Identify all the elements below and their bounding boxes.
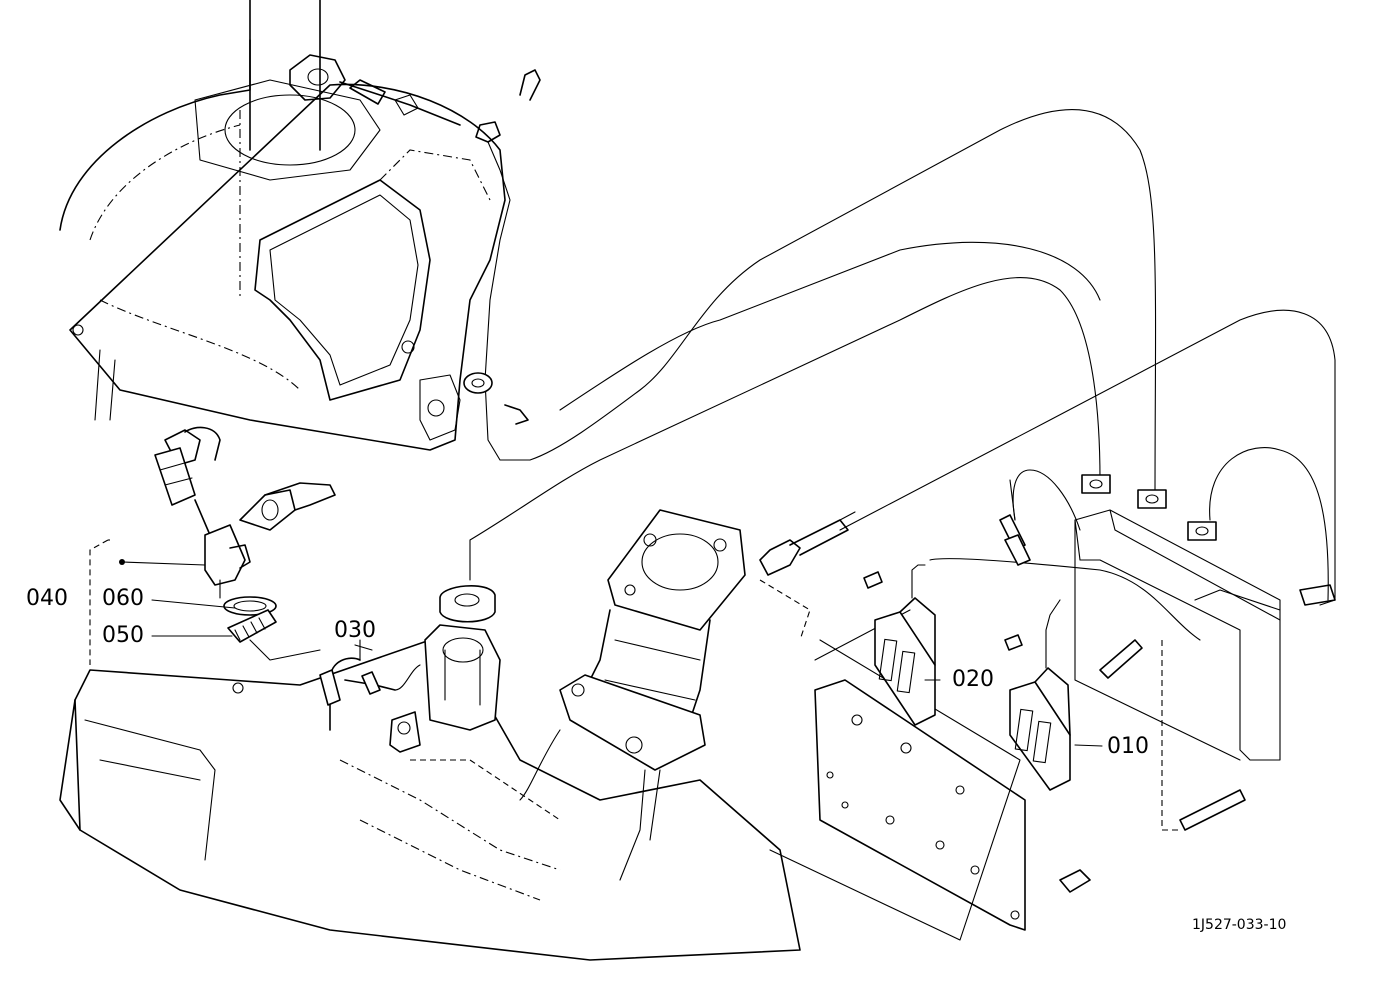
exhaust-pipe [519,509,746,881]
pressure-sensor-040 [154,426,336,599]
sensor-plate [769,609,1091,941]
callout-050: 050 [102,623,144,648]
nox-sensor-010 [1009,599,1071,791]
lower-chassis [59,584,801,961]
callout-bracket-040 [89,539,321,665]
callout-030: 030 [334,618,376,643]
wire-clamp [463,372,529,425]
gasket-060 [223,596,277,616]
fitting-050 [227,609,277,643]
drawing-id: 1J527-033-10 [1192,917,1286,933]
leader-010 [1074,744,1103,747]
wire-harness [469,108,1336,641]
callout-020: 020 [952,667,994,692]
callout-060: 060 [102,586,144,611]
callout-040: 040 [26,586,68,611]
callout-010: 010 [1107,734,1149,759]
engine-housing [59,0,506,451]
temp-sensor-030 [319,644,421,731]
sensor-connector [863,479,1031,651]
exhaust-temp-sensor [759,511,856,641]
mounting-bracket [1074,474,1336,831]
nox-sensor-020 [874,564,936,726]
upper-sensor-fitting [289,54,541,461]
